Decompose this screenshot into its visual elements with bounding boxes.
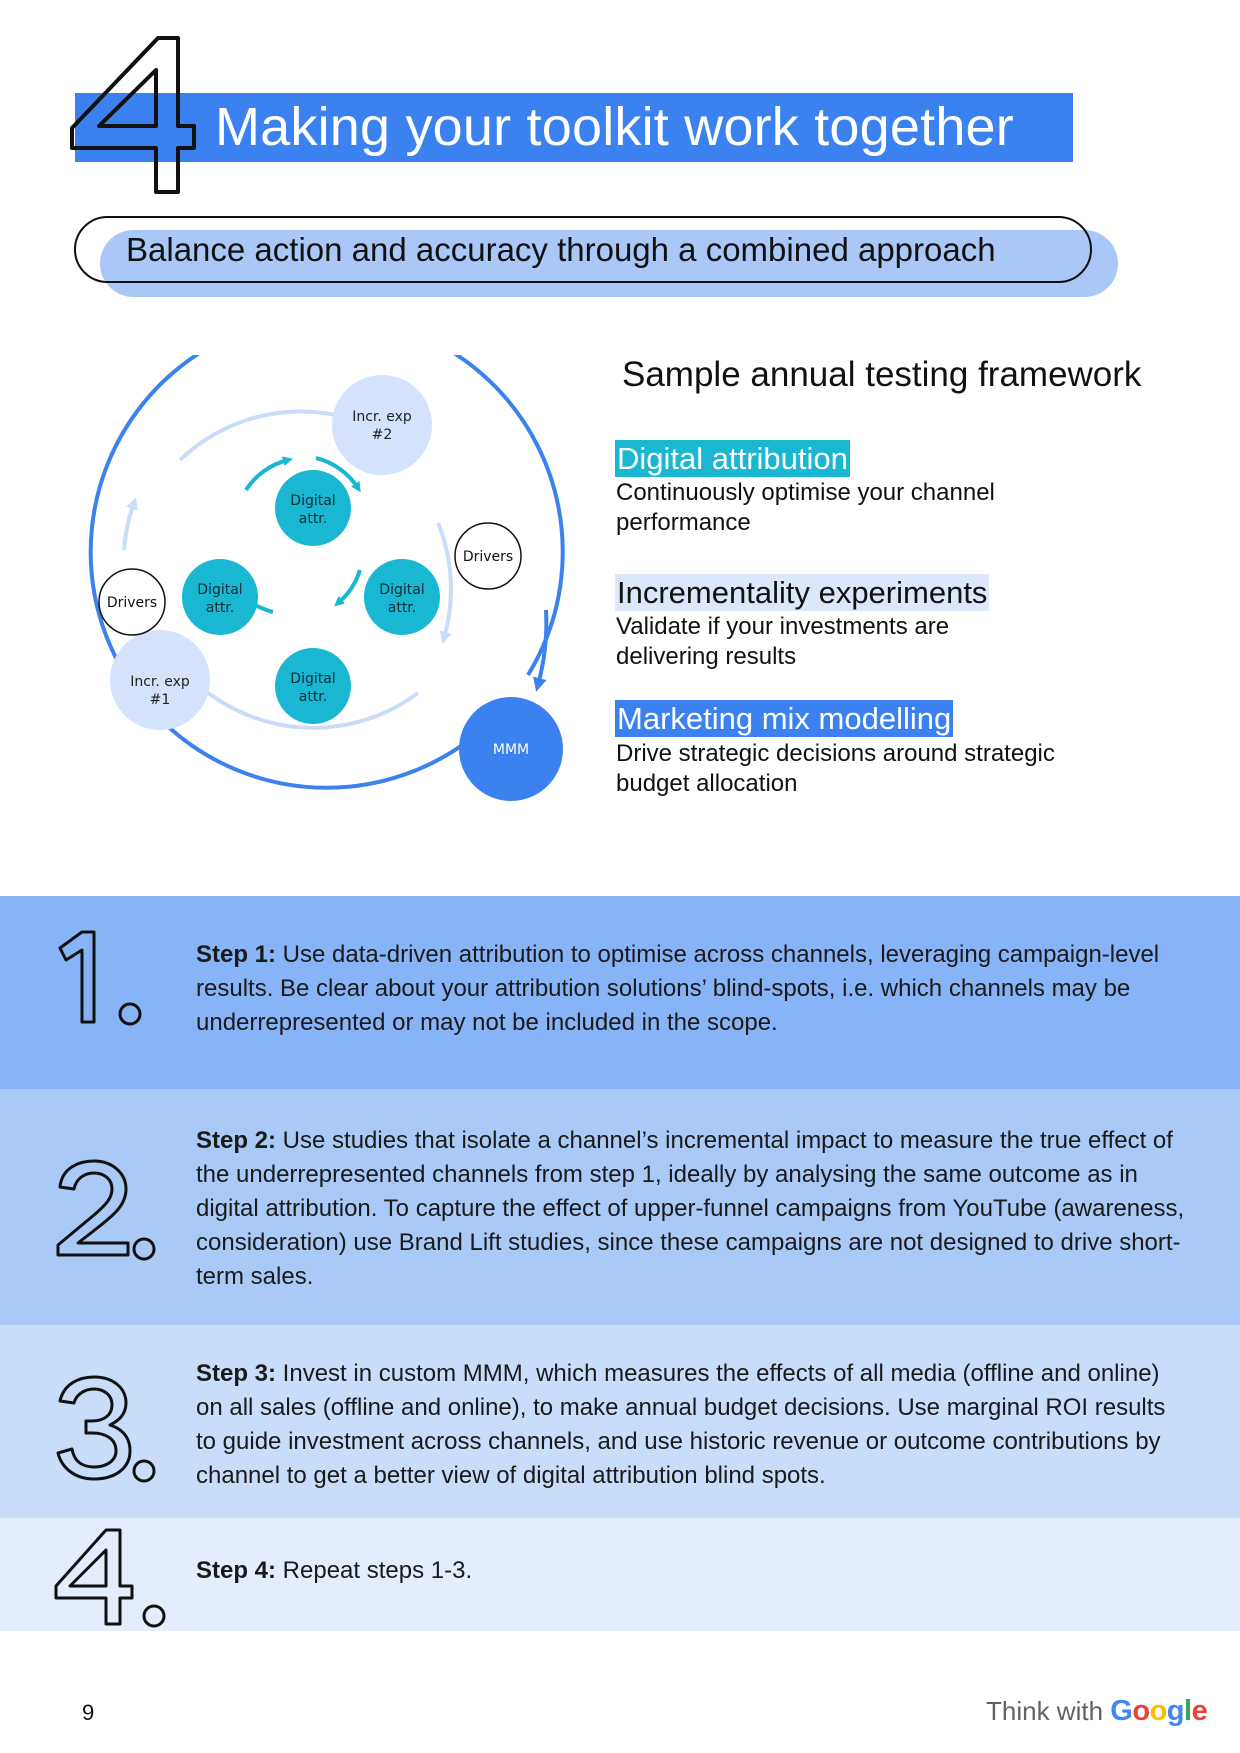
incr-exp-1-node: Incr. exp #1 bbox=[110, 630, 210, 730]
think-with-google-logo: Think with Google bbox=[986, 1695, 1208, 1727]
step-4-text: Step 4: Repeat steps 1-3. bbox=[196, 1557, 473, 1584]
framework-description: Validate if your investments are deliver… bbox=[616, 613, 950, 670]
digital-attr-left-node: Digital attr. bbox=[182, 559, 258, 635]
step-number-4-outline bbox=[54, 1528, 166, 1628]
step-number-3-outline bbox=[56, 1375, 156, 1483]
incr-exp-2-node: Incr. exp #2 bbox=[332, 375, 432, 475]
digital-attr-top-node: Digital attr. bbox=[275, 470, 351, 546]
svg-text:attr.: attr. bbox=[299, 511, 327, 527]
svg-text:#1: #1 bbox=[150, 692, 171, 708]
step-number-1-outline bbox=[58, 930, 142, 1026]
framework-heading-digital-attribution: Digital attribution bbox=[615, 440, 850, 477]
step-1-text: Step 1: Use data-driven attribution to o… bbox=[196, 941, 1160, 1036]
subtitle-pill-outline bbox=[74, 216, 1092, 283]
mmm-node: MMM bbox=[459, 697, 563, 801]
step-number-2-outline bbox=[56, 1159, 156, 1261]
inner-ring-right-arrow bbox=[436, 522, 453, 644]
page-title: Making your toolkit work together bbox=[215, 97, 1014, 157]
drivers-left-node: Drivers bbox=[98, 568, 166, 636]
svg-text:attr.: attr. bbox=[388, 600, 416, 616]
outer-cycle-ring bbox=[88, 355, 565, 790]
svg-text:MMM: MMM bbox=[493, 742, 529, 758]
step-4-panel: Step 4: Repeat steps 1-3. bbox=[0, 1518, 1240, 1631]
svg-text:Digital: Digital bbox=[290, 671, 335, 687]
step-3-text: Step 3: Invest in custom MMM, which meas… bbox=[196, 1360, 1166, 1489]
step-2-text: Step 2: Use studies that isolate a chann… bbox=[196, 1127, 1185, 1290]
inner-ring-bottom bbox=[184, 671, 420, 730]
svg-text:Incr. exp: Incr. exp bbox=[352, 409, 412, 425]
google-wordmark: Google bbox=[1110, 1695, 1208, 1727]
step-3-panel: Step 3: Invest in custom MMM, which meas… bbox=[0, 1325, 1240, 1518]
framework-heading-incrementality: Incrementality experiments bbox=[615, 574, 990, 611]
svg-text:#2: #2 bbox=[372, 427, 393, 443]
framework-description: Drive strategic decisions around strateg… bbox=[616, 740, 1055, 797]
digital-attr-bottom-node: Digital attr. bbox=[275, 648, 351, 724]
svg-text:Digital: Digital bbox=[197, 582, 242, 598]
framework-title: Sample annual testing framework bbox=[622, 355, 1142, 394]
outer-cycle-arrow bbox=[533, 609, 549, 692]
framework-heading-mmm: Marketing mix modelling bbox=[615, 700, 954, 737]
svg-text:attr.: attr. bbox=[206, 600, 234, 616]
step-2-panel: Step 2: Use studies that isolate a chann… bbox=[0, 1089, 1240, 1325]
svg-text:Drivers: Drivers bbox=[107, 595, 157, 611]
subtitle-pill-background bbox=[100, 230, 1118, 297]
svg-text:Digital: Digital bbox=[290, 493, 335, 509]
drivers-right-node: Drivers bbox=[454, 522, 522, 590]
subtitle: Balance action and accuracy through a co… bbox=[126, 231, 996, 268]
section-number-4-outline bbox=[70, 36, 196, 194]
svg-text:Drivers: Drivers bbox=[463, 549, 513, 565]
framework-description: Continuously optimise your channel perfo… bbox=[616, 479, 995, 536]
svg-text:Incr. exp: Incr. exp bbox=[130, 674, 190, 690]
page-number: 9 bbox=[82, 1700, 95, 1725]
title-bar bbox=[75, 93, 1073, 162]
inner-ring-left-arrow bbox=[122, 497, 138, 551]
testing-cycle-diagram: Incr. exp #2 Incr. exp #1 Drivers Driver… bbox=[88, 355, 565, 801]
svg-text:attr.: attr. bbox=[299, 689, 327, 705]
digital-attr-right-node: Digital attr. bbox=[364, 559, 440, 635]
step-1-panel: Step 1: Use data-driven attribution to o… bbox=[0, 896, 1240, 1089]
svg-text:Digital: Digital bbox=[379, 582, 424, 598]
